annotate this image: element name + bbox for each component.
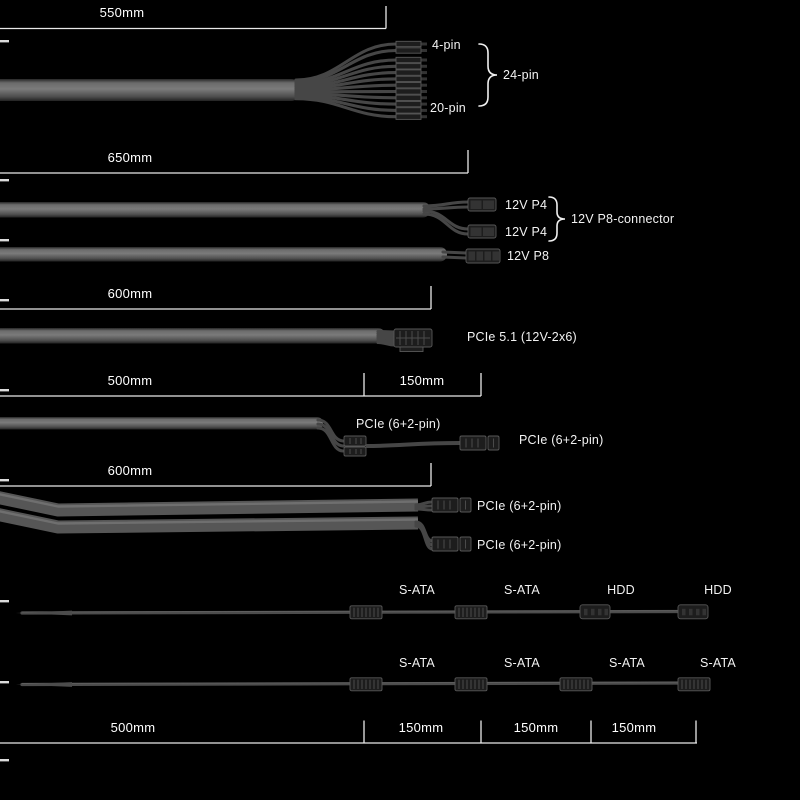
sata-connector <box>559 677 593 692</box>
daisy-link-wire <box>365 441 461 448</box>
daisy-connector-1 <box>343 435 367 457</box>
eps-p8-brace-label: 12V P8-connector <box>571 212 674 226</box>
sata-connector <box>677 677 711 692</box>
measurement-label-150a: 150mm <box>399 720 444 735</box>
dual-cable-a <box>0 491 419 517</box>
sata-cable-taper <box>16 682 72 687</box>
sata-hdd-cable-taper <box>16 610 72 616</box>
measurement-label-150b: 150mm <box>514 720 559 735</box>
sata-hdd-label-3: HDD <box>607 583 635 597</box>
sata-hdd-label-1: S-ATA <box>399 583 435 597</box>
sata-hdd-label-2: S-ATA <box>504 583 540 597</box>
dual-connector-b-label: PCIe (6+2-pin) <box>477 538 561 552</box>
sata-hdd-section: S-ATA S-ATA HDD HDD <box>16 583 732 620</box>
eps-wire-fan <box>422 200 470 236</box>
measurement-label: 650mm <box>108 150 153 165</box>
atx-20pin-label: 20-pin <box>430 101 466 115</box>
daisy-connector-2 <box>459 435 500 451</box>
dual-connector-a-label: PCIe (6+2-pin) <box>477 499 561 513</box>
measurement-label: 600mm <box>108 286 153 301</box>
atx-4pin-label: 4-pin <box>432 38 461 52</box>
sata-hdd-label-4: HDD <box>704 583 732 597</box>
pcie-daisy-section: 500mm 150mm <box>0 373 603 457</box>
pcie51-connector <box>393 328 433 352</box>
pcie-dual-section: 600mm PCIe (6+2-pin) <box>0 463 561 552</box>
dual-wires-b <box>414 520 434 551</box>
measurement-label: 600mm <box>108 463 153 478</box>
sata-connector <box>454 605 488 620</box>
measurement-label-500: 500mm <box>108 373 153 388</box>
sata-connector <box>454 677 488 692</box>
measurement-label-500: 500mm <box>111 720 156 735</box>
atx-cable-ribbon <box>0 79 300 101</box>
measurement-600mm-2: 600mm <box>0 463 432 487</box>
atx-wire-fan <box>294 42 398 119</box>
measurement-550mm: 550mm <box>0 5 387 30</box>
eps-p8-cable-ribbon <box>0 247 447 262</box>
eps-p4-connector-top <box>467 197 497 212</box>
dual-cable-b <box>0 508 419 534</box>
eps-section: 650mm 12V P4 12V P4 12V P8-connector <box>0 150 674 264</box>
sata-label-4: S-ATA <box>700 656 736 670</box>
hdd-connector <box>677 604 709 620</box>
sata-connector <box>349 677 383 692</box>
eps-p8-label: 12V P8 <box>507 249 549 263</box>
pcie51-cable-ribbon <box>0 328 385 344</box>
sata-section: S-ATA S-ATA S-ATA S-ATA <box>16 656 736 692</box>
pcie51-wire-fan <box>376 329 396 347</box>
atx-24pin-connector <box>395 40 427 120</box>
measurement-600mm: 600mm <box>0 286 432 310</box>
atx-brace <box>478 43 498 107</box>
atx-24pin-label: 24-pin <box>503 68 539 82</box>
daisy-connector-1-label: PCIe (6+2-pin) <box>356 417 440 431</box>
sata-label-3: S-ATA <box>609 656 645 670</box>
eps-p8-connector <box>465 248 501 264</box>
sata-label-2: S-ATA <box>504 656 540 670</box>
daisy-cable-ribbon <box>0 417 323 430</box>
eps-p8-wires <box>441 250 468 260</box>
measurement-label: 550mm <box>100 5 145 20</box>
pcie51-section: 600mm PCIe 5.1 (12V-2x6) <box>0 286 577 352</box>
measurement-650mm: 650mm <box>0 150 469 174</box>
daisy-wire-fan <box>316 418 345 453</box>
sata-label-1: S-ATA <box>399 656 435 670</box>
dual-connector-a <box>431 497 472 513</box>
atx-section: 550mm <box>0 5 539 120</box>
bottom-measurements: 500mm 150mm 150mm 150mm <box>0 720 697 744</box>
hdd-connector <box>579 604 611 620</box>
sata-connector <box>349 605 383 620</box>
dual-connector-b <box>431 536 472 552</box>
eps-cable-ribbon <box>0 202 430 218</box>
daisy-connector-2-label: PCIe (6+2-pin) <box>519 433 603 447</box>
eps-p4-top-label: 12V P4 <box>505 198 547 212</box>
eps-p4-bottom-label: 12V P4 <box>505 225 547 239</box>
eps-brace <box>548 196 566 242</box>
measurement-label-150c: 150mm <box>612 720 657 735</box>
measurement-500-150mm: 500mm 150mm <box>0 373 482 397</box>
eps-p4-connector-bottom <box>467 224 497 239</box>
pcie51-label: PCIe 5.1 (12V-2x6) <box>467 330 577 344</box>
dual-wires-a <box>414 500 434 512</box>
measurement-label-150: 150mm <box>400 373 445 388</box>
